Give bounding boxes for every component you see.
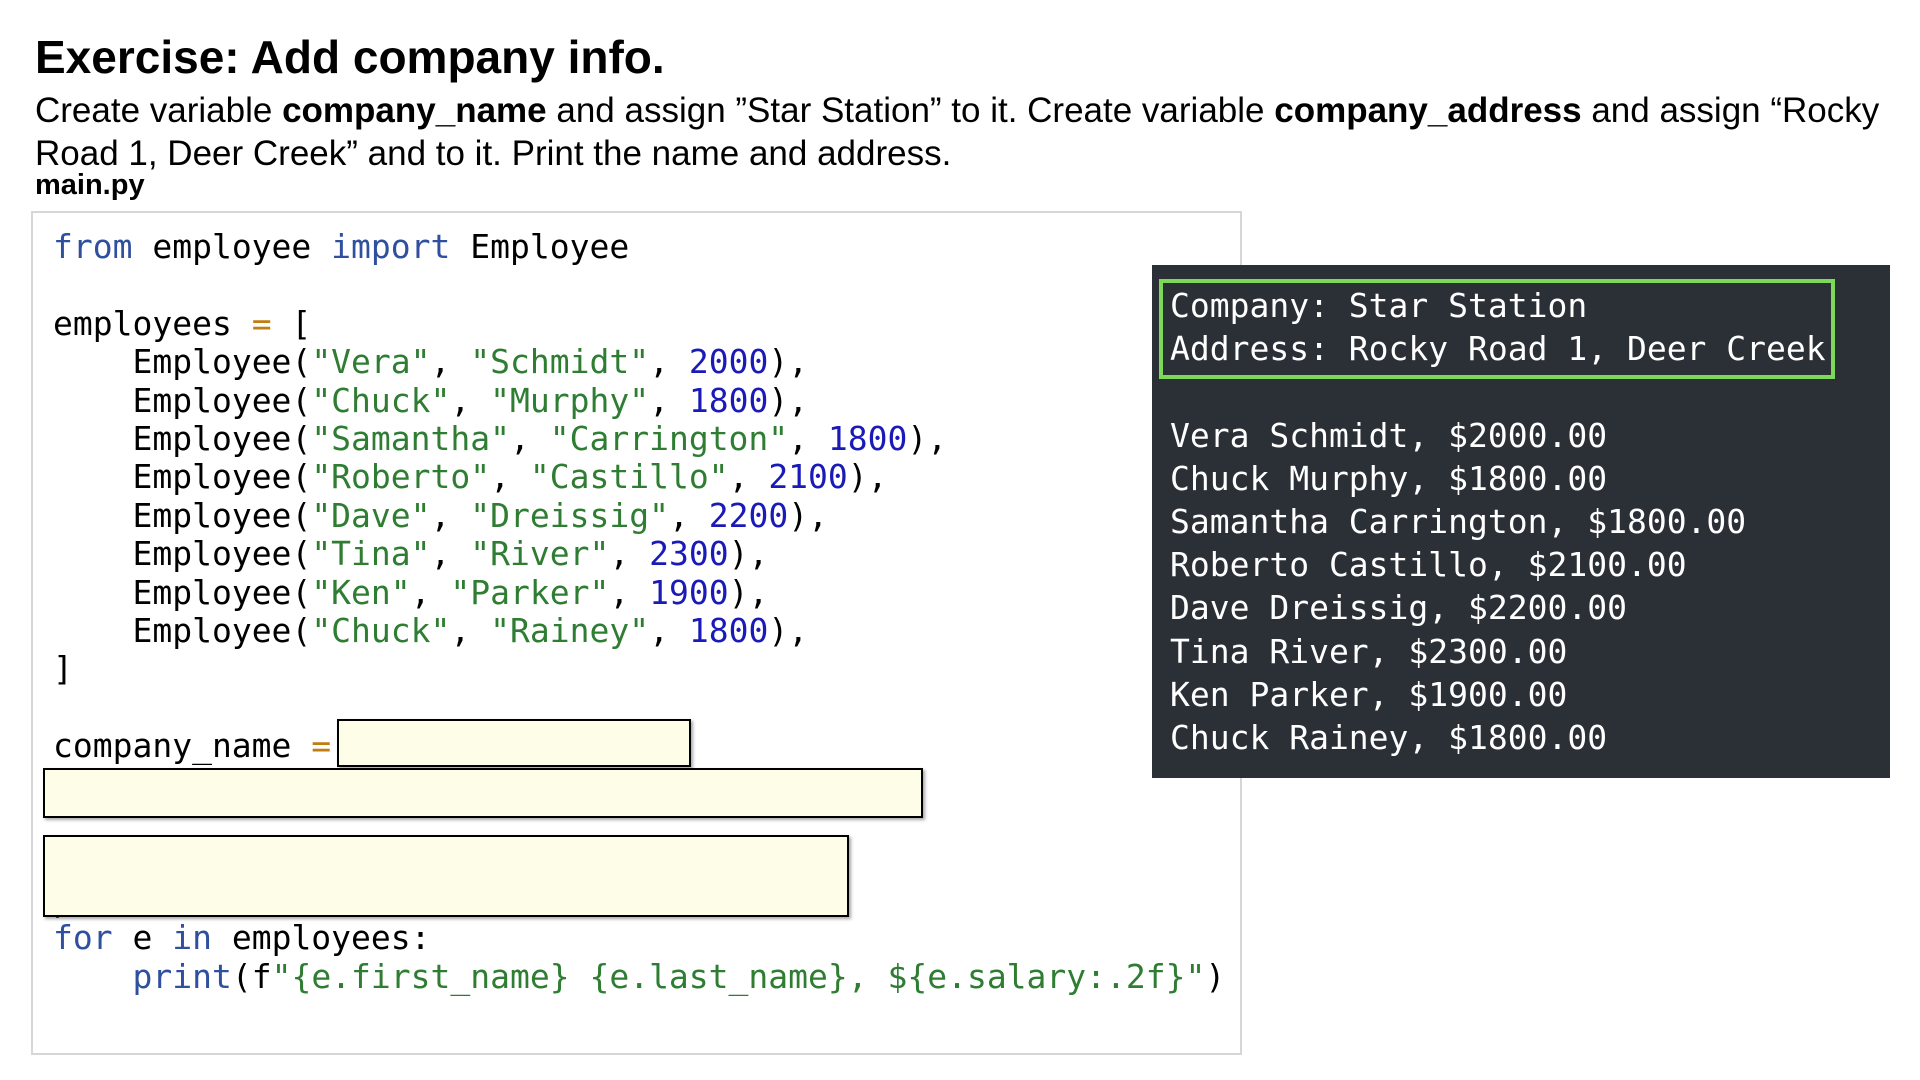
constructor-token: Employee [132, 572, 292, 612]
constructor-token: Employee [132, 534, 292, 574]
keyword-token: in [172, 918, 212, 958]
answer-blank-company-name-value[interactable] [337, 719, 691, 767]
identifier-token: employees: [211, 918, 431, 958]
desc-text: Create variable [35, 91, 283, 130]
string-token: "Parker" [450, 572, 610, 612]
string-token: "Carrington" [549, 419, 789, 459]
file-name-label: main.py [35, 169, 145, 201]
terminal-line-employee: Tina River, $2300.00 [1170, 631, 1568, 671]
employee-lines: Employee("Vera", "Schmidt", 2000), Emplo… [53, 342, 947, 650]
code-line-employee: Employee("Roberto", "Castillo", 2100), [132, 457, 888, 497]
code-line-employee: Employee("Vera", "Schmidt", 2000), [132, 342, 809, 382]
punct-token: ) [1205, 956, 1226, 996]
number-token: 2000 [688, 342, 769, 382]
keyword-token: import [331, 227, 451, 266]
terminal-line-employee: Chuck Murphy, $1800.00 [1170, 458, 1608, 498]
string-token: "Murphy" [490, 380, 650, 420]
code-block: from employee import Employee employees … [53, 227, 1225, 996]
code-line-for: for e in employees: [53, 918, 431, 957]
identifier-token: e [112, 918, 173, 958]
constructor-token: Employee [132, 419, 292, 459]
string-token: "Roberto" [311, 457, 491, 497]
number-token: 1800 [688, 611, 769, 651]
constructor-token: Employee [132, 457, 292, 497]
string-token: "Vera" [311, 342, 431, 382]
string-token: "Schmidt" [470, 342, 650, 382]
string-token: "Dreissig" [470, 495, 669, 535]
punct-token: (f [231, 956, 272, 996]
code-line-employee: Employee("Tina", "River", 2300), [132, 534, 769, 574]
code-line-company-name: company_name = [53, 726, 331, 765]
string-token: "Ken" [311, 572, 411, 612]
string-token: "Chuck" [311, 611, 451, 651]
terminal-line-employee: Dave Dreissig, $2200.00 [1170, 588, 1627, 628]
operator-token: = [311, 726, 332, 766]
string-token: "Samantha" [311, 419, 510, 459]
constructor-token: Employee [132, 611, 292, 651]
terminal-line-employee: Chuck Rainey, $1800.00 [1170, 718, 1608, 758]
terminal-line-employee: Samantha Carrington, $1800.00 [1170, 502, 1747, 541]
desc-text: and assign ”Star Station” to it. Create … [546, 91, 1275, 130]
terminal-highlight-box [1159, 279, 1835, 379]
exercise-title: Exercise: Add company info. [35, 31, 665, 83]
number-token: 1800 [688, 380, 769, 420]
string-token: "Chuck" [311, 380, 451, 420]
identifier-token: employee [132, 227, 332, 266]
code-line-employee: Employee("Ken", "Parker", 1900), [132, 572, 769, 612]
constructor-token: Employee [132, 495, 292, 535]
code-line-employee: Employee("Chuck", "Rainey", 1800), [132, 611, 809, 651]
terminal-output-panel [1152, 265, 1890, 778]
terminal-line-employee: Roberto Castillo, $2100.00 [1170, 545, 1687, 585]
number-token: 2100 [768, 457, 848, 497]
string-token: "Rainey" [490, 611, 650, 651]
answer-blank-print-info[interactable] [43, 835, 849, 917]
constructor-token: Employee [132, 380, 292, 420]
desc-var-company-address: company_address [1274, 91, 1582, 130]
keyword-token: from [53, 227, 133, 266]
code-line-employee: Employee("Chuck", "Murphy", 1800), [132, 380, 809, 420]
code-line-import: from employee import Employee [53, 227, 629, 266]
terminal-line-employee: Ken Parker, $1900.00 [1170, 674, 1568, 714]
string-token: "Dave" [311, 495, 431, 535]
string-token: "{e.first_name} {e.last_name}, ${e.salar… [271, 956, 1206, 996]
code-line-list-open: employees = [ [53, 304, 311, 343]
string-token: "River" [470, 534, 610, 574]
string-token: "Castillo" [529, 457, 729, 497]
code-line-list-close: ] [53, 649, 73, 689]
constructor-token: Employee [132, 342, 292, 382]
keyword-token: for [53, 918, 113, 958]
code-line-print-fstring: print(f"{e.first_name} {e.last_name}, ${… [53, 957, 1225, 996]
string-token: "Tina" [311, 534, 431, 574]
code-line-employee: Employee("Samantha", "Carrington", 1800)… [132, 419, 948, 459]
terminal-line-address: Address: Rocky Road 1, Deer Creek [1170, 329, 1826, 369]
builtin-token: print [132, 956, 232, 996]
terminal-blank-line [1170, 370, 1826, 413]
number-token: 1900 [649, 572, 729, 612]
operator-token: = [251, 303, 272, 343]
exercise-description: Create variable company_name and assign … [35, 89, 1895, 175]
terminal-line-employee: Vera Schmidt, $2000.00 [1170, 415, 1608, 455]
desc-text: and assign “Rocky Road 1, Deer Creek” an… [35, 91, 1880, 173]
answer-blank-company-address[interactable] [43, 768, 923, 818]
code-line-employee: Employee("Dave", "Dreissig", 2200), [132, 495, 828, 535]
identifier-token: Employee [450, 227, 630, 266]
number-token: 2300 [649, 534, 729, 574]
terminal-line-company: Company: Star Station [1170, 286, 1588, 325]
number-token: 1800 [827, 419, 908, 459]
punct-token: [ [271, 303, 312, 343]
identifier-token: employees [53, 303, 252, 343]
identifier-token: company_name [53, 726, 312, 766]
number-token: 2200 [708, 495, 789, 535]
desc-var-company-name: company_name [282, 91, 547, 130]
